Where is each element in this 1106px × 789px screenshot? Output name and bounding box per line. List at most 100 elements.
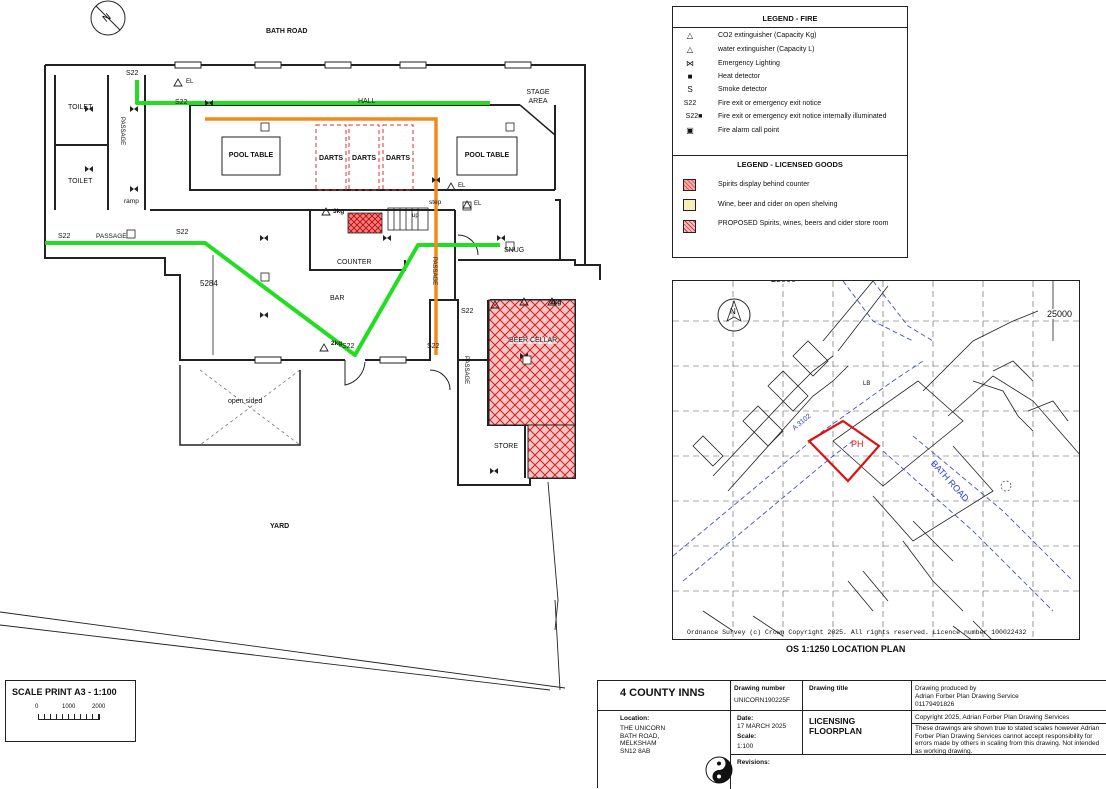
location-plan-caption: OS 1:1250 LOCATION PLAN: [786, 644, 906, 654]
windows: [174, 61, 532, 364]
bar-label: BAR: [330, 295, 345, 302]
fire-exit-sign: S22: [427, 343, 440, 350]
yin-yang-logo-icon: [705, 756, 733, 784]
proposed-store-swatch-icon: [683, 220, 696, 233]
snug-label: SNUG: [504, 247, 525, 254]
map-north-arrow-icon: N: [717, 298, 751, 332]
co2-extinguisher-icon: △: [686, 31, 694, 40]
pool-table-2: [456, 136, 518, 176]
legend-fire-item: ■ Heat detector: [673, 72, 907, 84]
hall-label: HALL: [358, 98, 376, 105]
map-ph-label: PH: [851, 439, 864, 449]
scale-box: SCALE PRINT A3 - 1:100 0 1000 2000: [5, 680, 136, 742]
stage-area-label: STAGE AREA: [526, 89, 550, 105]
legend-goods-item: Spirits display behind counter: [673, 179, 907, 192]
store-room-area: [527, 424, 576, 479]
open-sided-canopy: [199, 369, 301, 446]
title-block: 4 COUNTY INNS Drawing number UNICORN1902…: [597, 680, 1106, 789]
emergency-lighting-icon: ⋈: [686, 59, 694, 68]
fire-exit-sign: S22: [176, 229, 189, 236]
spirits-display-swatch-icon: [683, 179, 696, 191]
map-dim-vertical: 25000: [1047, 309, 1073, 319]
legend-fire-item: S22 Fire exit or emergency exit notice: [683, 100, 822, 107]
spirits-display-area: [347, 212, 383, 234]
site-boundary-outline: [807, 419, 881, 483]
tb-location-line: MELKSHAM: [620, 740, 657, 747]
escape-route-lines: [45, 80, 500, 357]
fire-exit-sign: S22: [461, 308, 474, 315]
emergency-light-label: EL: [186, 79, 194, 85]
water-extinguisher-icon: △: [686, 45, 694, 54]
fire-exit-sign: S22: [175, 99, 188, 106]
passage-horizontal-label: PASSAGE: [96, 233, 127, 240]
fire-exit-notice-icon: S22: [683, 100, 697, 107]
map-buildings: [692, 281, 1079, 612]
pool-table-1: [221, 136, 281, 176]
street-label-top: BATH ROAD: [266, 28, 308, 35]
extinguisher-capacity: 2kg: [331, 340, 343, 347]
darts-1-label: DARTS: [318, 155, 344, 162]
fire-alarm-call-point-icon: ▣: [686, 126, 694, 135]
legend-fire-item: S22■ Fire exit or emergency exit notice …: [673, 112, 907, 124]
legend-fire-item: △ CO2 extinguisher (Capacity Kg): [673, 31, 907, 43]
tb-date: 17 MARCH 2025: [737, 723, 787, 730]
darts-3-label: DARTS: [385, 155, 411, 162]
tb-client: 4 COUNTY INNS: [620, 687, 705, 699]
up-label: up: [412, 213, 419, 219]
map-lower-boundary: [702, 610, 992, 639]
fire-exit-sign: S22: [126, 70, 139, 77]
building-outline: [44, 64, 601, 486]
extinguisher-icons: [173, 78, 557, 352]
tb-location-line: SN12 8AB: [620, 747, 651, 755]
dimension-label: 5284: [200, 279, 218, 288]
extinguisher-capacity: 2kg: [550, 299, 562, 306]
legend-fire-item: ⋈ Emergency Lighting: [673, 59, 907, 71]
fire-exit-sign: S22: [342, 343, 355, 350]
doors: [344, 234, 479, 391]
darts-zones: [315, 124, 414, 191]
scale-title: SCALE PRINT A3 - 1:100: [12, 687, 117, 697]
emergency-light-label: EL: [458, 183, 466, 189]
step-label: step: [429, 199, 442, 206]
legend-goods-item: Wine, beer and cider on open shelving: [673, 199, 907, 212]
ramp-label: ramp: [124, 198, 139, 205]
site-boundary: [0, 481, 566, 691]
map-roads: [673, 281, 1074, 612]
scale-tick-1000: 1000: [62, 704, 76, 710]
passage-cellar-label: PASSAGE: [463, 355, 470, 385]
legend-fire-item: △ water extinguisher (Capacity L): [673, 45, 907, 57]
tb-drawing-number: UNICORN190225F: [734, 697, 790, 704]
smoke-detector-icons: [126, 122, 532, 365]
scale-tick-2000: 2000: [92, 704, 106, 710]
tb-location-line: BATH ROAD,: [620, 732, 660, 740]
toilet-2-label: TOILET: [68, 178, 93, 185]
tb-disclaimer: These drawings are shown true to stated …: [915, 725, 1100, 755]
beer-cellar-area: [488, 299, 576, 426]
legend-fire-item: S Smoke detector: [673, 85, 907, 97]
fire-exit-sign: S22: [58, 233, 71, 240]
pool-table-2-label: POOL TABLE: [464, 152, 510, 159]
north-arrow-icon: N: [90, 0, 126, 36]
legend-goods-item: PROPOSED Spirits, wines, beers and cider…: [673, 219, 907, 241]
tb-client-cell: 4 COUNTY INNS: [598, 681, 731, 711]
extinguisher-capacity: 3kg: [333, 208, 345, 215]
counter-label: COUNTER: [337, 259, 372, 266]
beer-cellar-label: BEER CELLAR: [509, 337, 558, 344]
yard-label: YARD: [270, 523, 290, 530]
legend-fire-title: LEGEND - FIRE: [762, 14, 818, 23]
map-dim-horizontal: 25000: [769, 281, 799, 284]
legend-panel: LEGEND - FIRE △ CO2 extinguisher (Capaci…: [672, 6, 908, 258]
svg-text:N: N: [101, 12, 114, 25]
open-sided-label: open sided: [228, 398, 263, 405]
svg-text:N: N: [730, 307, 736, 316]
heat-detector-icon: ■: [687, 72, 693, 81]
scale-bar: [38, 714, 100, 720]
map-lb-label: LB: [863, 381, 871, 387]
emergency-lighting-icons: [85, 100, 528, 474]
passage-right-label: PASSAGE: [431, 256, 438, 286]
tb-drawing-title: LICENSING FLOORPLAN: [809, 716, 862, 736]
map-copyright: Ordnance Survey (c) Crown Copyright 2025…: [687, 629, 1027, 636]
fire-exit-illuminated-icon: S22■: [685, 113, 703, 120]
legend-goods-title: LEGEND - LICENSED GOODS: [737, 160, 843, 169]
